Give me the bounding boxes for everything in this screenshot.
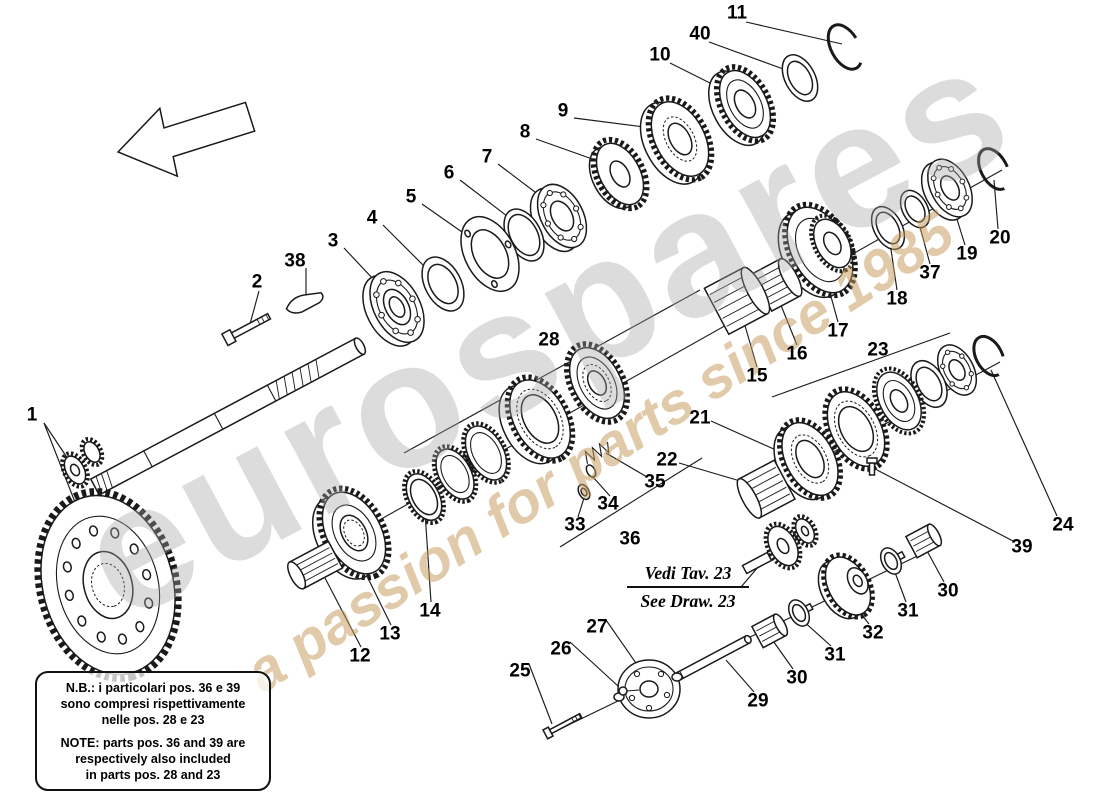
hub-gear-23 (871, 366, 927, 436)
tab-washer-31-right (879, 547, 906, 575)
callout-35[interactable]: 35 (644, 471, 666, 493)
clip-38 (285, 291, 324, 314)
see-drawing-italian: Vedi Tav. 23 (627, 563, 749, 588)
roller-bearing-30-left (750, 613, 789, 649)
callout-5[interactable]: 5 (405, 186, 417, 208)
oil-pump-27 (613, 659, 683, 719)
callout-9[interactable]: 9 (557, 100, 569, 122)
callout-30-left[interactable]: 30 (786, 667, 808, 689)
ring-4 (421, 256, 465, 312)
bearing-19 (920, 158, 973, 221)
callout-30-right[interactable]: 30 (937, 580, 959, 602)
callout-3[interactable]: 3 (327, 230, 339, 252)
needle-bearing-15 (703, 266, 771, 336)
callout-22[interactable]: 22 (656, 449, 678, 471)
callout-26[interactable]: 26 (550, 638, 572, 660)
callout-33[interactable]: 33 (564, 514, 586, 536)
callout-27[interactable]: 27 (586, 616, 608, 638)
callout-13[interactable]: 13 (379, 623, 401, 645)
gear-32 (817, 552, 875, 620)
callout-21[interactable]: 21 (689, 407, 711, 429)
note-italian-line-3: nelle pos. 28 e 23 (101, 712, 205, 727)
callout-2[interactable]: 2 (251, 271, 263, 293)
synchro-ring-a (431, 444, 479, 504)
snap-ring-20 (977, 147, 1011, 191)
snap-ring-11 (826, 23, 864, 71)
sleeve-28 (498, 374, 576, 465)
needle-bearing-22 (736, 459, 797, 519)
callout-25[interactable]: 25 (509, 660, 531, 682)
roller-bearing-30-right (904, 523, 943, 559)
note-italian-line-2: sono compresi rispettivamente (60, 696, 246, 711)
callout-36[interactable]: 36 (619, 528, 641, 550)
sleeve-23 (822, 386, 890, 472)
callout-31-left[interactable]: 31 (824, 644, 846, 666)
callout-31-right[interactable]: 31 (897, 600, 919, 622)
needle-bearing-12 (287, 540, 344, 590)
idler-shaft (741, 551, 773, 575)
snap-ring-24 (972, 334, 1006, 378)
direction-arrow-icon (116, 101, 256, 178)
gear-8 (588, 136, 650, 212)
callout-24[interactable]: 24 (1052, 514, 1074, 536)
crown-gear-1 (34, 488, 182, 682)
callout-40[interactable]: 40 (689, 23, 711, 45)
gear-17 (777, 201, 858, 299)
pinion-gear-1b (79, 436, 105, 468)
bearing-23c (936, 344, 978, 396)
note-italian: N.B.: i particolari pos. 36 e 39 sono co… (41, 680, 265, 728)
pinion-gear-1a (60, 451, 90, 489)
callout-16[interactable]: 16 (786, 343, 808, 365)
spring-35 (584, 441, 610, 464)
callout-23[interactable]: 23 (867, 339, 889, 361)
note-english-line-2: respectively also included (75, 751, 231, 766)
callout-37[interactable]: 37 (919, 262, 941, 284)
see-drawing-reference: Vedi Tav. 23 See Draw. 23 (627, 563, 749, 612)
tab-washer-31-left (787, 599, 814, 627)
note-english-line-1: NOTE: parts pos. 36 and 39 are (60, 735, 246, 750)
callout-34[interactable]: 34 (597, 493, 619, 515)
callout-4[interactable]: 4 (366, 207, 378, 229)
see-drawing-english: See Draw. 23 (640, 591, 736, 611)
ring-18 (870, 205, 906, 251)
note-english-line-3: in parts pos. 28 and 23 (85, 767, 221, 782)
callout-10[interactable]: 10 (649, 44, 671, 66)
washer-33 (577, 483, 591, 501)
note-italian-line-1: N.B.: i particolari pos. 36 e 39 (65, 680, 241, 695)
callout-7[interactable]: 7 (481, 146, 493, 168)
callout-11[interactable]: 11 (726, 2, 748, 24)
layshaft (89, 337, 367, 496)
callout-14[interactable]: 14 (419, 600, 441, 622)
cap-34 (585, 464, 597, 478)
bearing-3 (362, 271, 425, 347)
gear-9 (639, 95, 715, 185)
callout-8[interactable]: 8 (519, 121, 531, 143)
note-box: N.B.: i particolari pos. 36 e 39 sono co… (35, 671, 271, 791)
callout-28[interactable]: 28 (538, 329, 560, 351)
bolt-2 (220, 312, 272, 347)
callout-12[interactable]: 12 (349, 645, 371, 667)
gear-10 (707, 64, 777, 147)
screw-39 (866, 457, 878, 476)
callout-39[interactable]: 39 (1011, 536, 1033, 558)
callout-6[interactable]: 6 (443, 162, 455, 184)
callout-38[interactable]: 38 (284, 250, 306, 272)
ring-14 (402, 469, 446, 525)
ring-37 (899, 189, 931, 229)
gear-21 (773, 417, 844, 501)
callout-1[interactable]: 1 (26, 404, 38, 426)
callout-29[interactable]: 29 (747, 690, 769, 712)
pin-26 (618, 686, 640, 696)
bolt-25 (541, 712, 583, 740)
callout-32[interactable]: 32 (862, 622, 884, 644)
ring-40 (781, 54, 819, 102)
callout-20[interactable]: 20 (989, 227, 1011, 249)
flange-5 (460, 216, 520, 292)
callout-17[interactable]: 17 (827, 320, 849, 342)
note-english: NOTE: parts pos. 36 and 39 are respectiv… (41, 735, 265, 783)
callout-15[interactable]: 15 (746, 365, 768, 387)
callout-18[interactable]: 18 (886, 288, 908, 310)
callout-19[interactable]: 19 (956, 243, 978, 265)
